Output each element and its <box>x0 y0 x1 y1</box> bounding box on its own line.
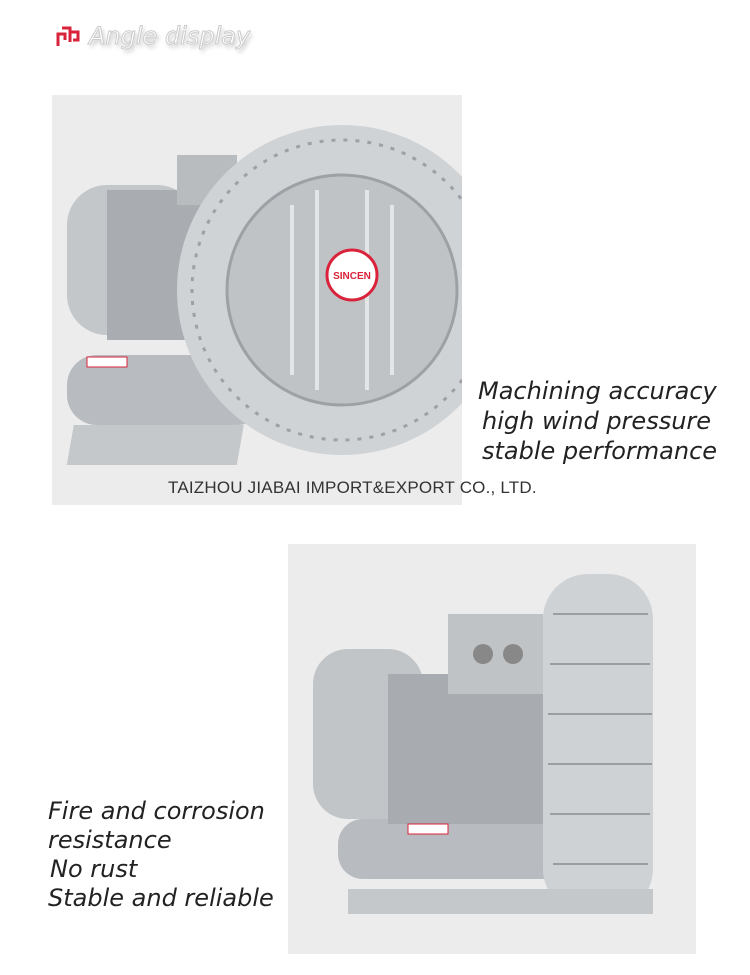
caption-line: No rust <box>50 855 138 883</box>
section-title: Angle display <box>88 22 251 51</box>
product-photo-front-angle: SINCEN <box>52 95 507 505</box>
section-header: Angle display <box>55 22 251 51</box>
brand-logo-icon <box>56 26 80 46</box>
company-name: TAIZHOU JIABAI IMPORT&EXPORT CO., LTD. <box>168 478 537 497</box>
caption-1: Machining accuracy high wind pressure st… <box>478 376 717 466</box>
brand-badge: SINCEN <box>333 271 371 282</box>
caption-line: Machining accuracy <box>478 377 717 405</box>
caption-line: Fire and corrosion <box>48 797 265 825</box>
caption-line: high wind pressure <box>482 407 712 435</box>
product-photo-side-view <box>288 544 696 954</box>
caption-line: Stable and reliable <box>48 884 274 912</box>
caption-line: resistance <box>48 826 172 854</box>
caption-2: Fire and corrosion resistance No rust St… <box>48 797 274 913</box>
caption-line: stable performance <box>482 437 718 465</box>
